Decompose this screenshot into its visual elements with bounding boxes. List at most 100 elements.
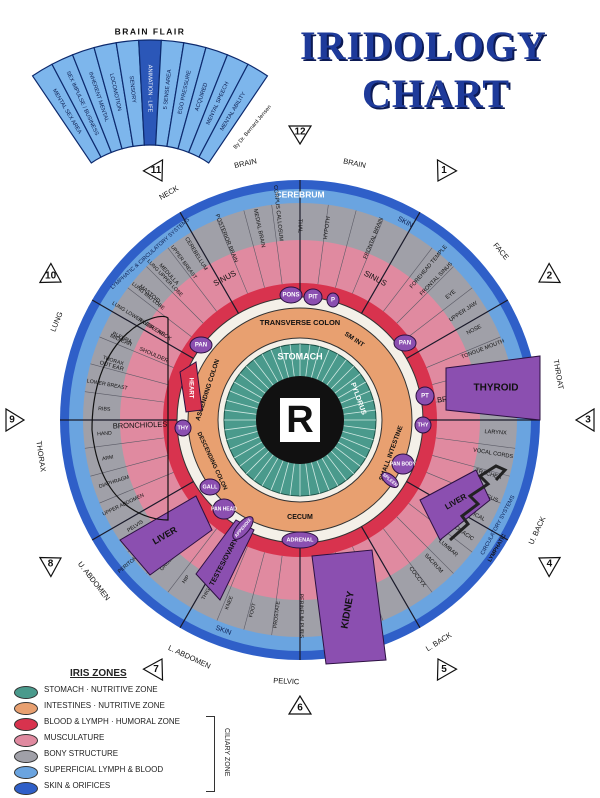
outer-region-label: BRAIN <box>342 156 366 170</box>
stomach-fiber-line <box>311 346 321 378</box>
clock-triangle <box>574 407 595 433</box>
clock-marker <box>5 407 26 433</box>
stomach-fiber-line <box>233 381 263 399</box>
zone-divider <box>91 299 194 360</box>
clock-triangle <box>142 158 164 182</box>
legend-item: SUPERFICIAL LYMPH & BLOOD <box>14 764 214 780</box>
heart-shape <box>179 361 203 413</box>
spleen <box>381 472 399 488</box>
lower-sector-label: PERINEUM PUBIS <box>298 594 304 639</box>
transverse-colon-label: TRANSVERSE COLON <box>260 318 340 327</box>
clock-triangle <box>287 694 313 715</box>
chart-title-line2: CHART <box>362 71 511 116</box>
outer-region-label: BRAIN <box>233 156 257 170</box>
stomach-fiber-line <box>270 349 284 380</box>
sector-divider <box>396 266 454 324</box>
stomach-fiber-line <box>337 381 367 399</box>
stomach-fiber-line <box>270 460 284 491</box>
face-sector-label: LARYNX <box>484 429 507 436</box>
stomach-label: STOMACH <box>277 351 322 361</box>
zone-divider <box>360 211 421 314</box>
pineal <box>326 292 340 308</box>
zone-divider <box>179 211 240 314</box>
sector-divider <box>243 552 265 630</box>
legend-item: INTESTINES · NUTRITIVE ZONE <box>14 700 214 716</box>
adrenal-label: ADRENAL <box>287 537 315 543</box>
stomach-fiber-line <box>289 463 295 496</box>
sector-divider <box>383 247 433 312</box>
outer-region-label: L. ABDOMEN <box>167 643 212 671</box>
legend-item: STOMACH · NUTRITIVE ZONE <box>14 684 214 700</box>
stomach-fiber-line <box>224 409 257 415</box>
stomach-fiber-line <box>330 365 355 390</box>
face-sector-label: EYE <box>445 289 458 301</box>
clock-marker <box>538 262 562 284</box>
clock-number: 8 <box>48 559 54 570</box>
pit-label: PIT <box>308 295 318 301</box>
clock-marker <box>38 262 62 284</box>
pt-label: PT <box>421 394 429 400</box>
clock-number: 4 <box>547 559 553 570</box>
legend-swatch <box>14 782 38 795</box>
legend-swatch <box>14 718 38 731</box>
legend-item: BLOOD & LYMPH · HUMORAL ZONE <box>14 716 214 732</box>
pan-body <box>391 453 415 475</box>
thyroid-shape <box>445 355 541 421</box>
stomach-fiber-line <box>233 441 263 459</box>
clock-triangle <box>142 658 164 682</box>
outer-region-label: THROAT <box>551 359 565 391</box>
clock-marker <box>287 125 313 146</box>
stomach-fiber-line <box>279 462 289 494</box>
outer-region-label: PELVIC <box>273 676 300 686</box>
sector-divider <box>84 437 165 449</box>
lower-sector-label: FOOT <box>248 602 258 618</box>
stomach-fiber-line <box>334 446 361 467</box>
clock-number: 3 <box>585 415 591 426</box>
clock-triangle <box>38 556 62 578</box>
clock-number: 10 <box>45 271 57 282</box>
clock-triangle <box>436 158 458 182</box>
clock-marker <box>574 407 595 433</box>
stomach-fiber-line <box>279 346 289 378</box>
liver-left-shape <box>119 495 213 576</box>
thy-right-label: THY <box>418 422 429 428</box>
legend-label: INTESTINES · NUTRITIVE ZONE <box>44 701 165 710</box>
stomach-fiber-line <box>253 359 274 386</box>
clock-marker <box>436 658 458 682</box>
stomach-fiber-line <box>261 353 279 383</box>
legend-swatch <box>14 702 38 715</box>
zone-divider <box>406 299 509 360</box>
pan-head <box>212 498 236 520</box>
sector-divider <box>99 472 174 504</box>
bronchioles-label: BRONCHIOLES <box>113 420 168 431</box>
clock-number: 12 <box>294 127 306 138</box>
thy-left-label: THY <box>178 425 189 431</box>
sector-divider <box>243 210 265 288</box>
sector-divider <box>408 287 473 337</box>
pons <box>279 286 303 304</box>
sector-divider <box>432 455 510 477</box>
stomach-fiber-line <box>340 436 371 450</box>
adrenal <box>281 531 319 549</box>
stomach-fiber-line <box>321 457 339 487</box>
stomach-fiber-line <box>326 359 347 386</box>
legend-label: SKIN & ORIFICES <box>44 781 111 790</box>
legend-swatch <box>14 734 38 747</box>
clock-triangle <box>436 658 458 682</box>
legend-label: SUPERFICIAL LYMPH & BLOOD <box>44 765 164 774</box>
lower-sector-label: PROSTATE <box>273 600 282 628</box>
sector-divider <box>216 219 248 294</box>
sector-divider <box>99 336 174 368</box>
liver-right-shape <box>419 469 491 541</box>
pons-label: PONS <box>282 293 299 299</box>
clock-number: 11 <box>151 165 162 176</box>
brain-flair-title: BRAIN FLAIR <box>115 26 186 36</box>
clock-marker <box>436 158 458 182</box>
center-letter: R <box>286 399 313 441</box>
clock-triangle <box>538 262 562 284</box>
outer-region-label: L. BACK <box>424 630 453 653</box>
brain-flair-label: SENSORY <box>128 76 137 104</box>
